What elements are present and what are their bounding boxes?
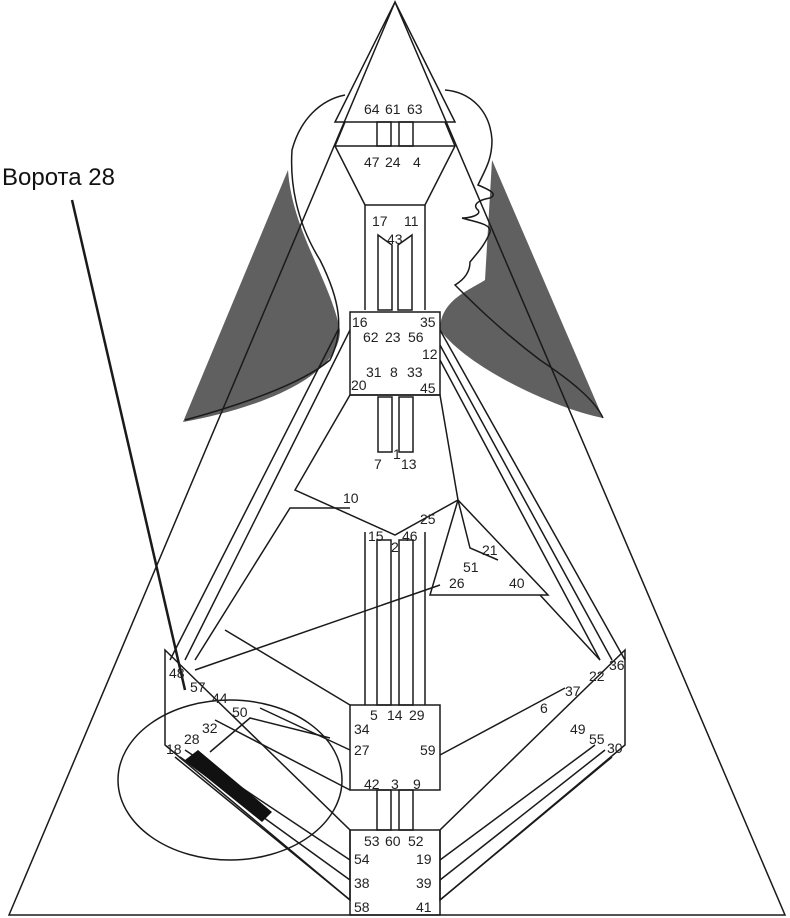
gate-labels: 64 61 63 47 24 4 17 43 11 16 35 62 23 56…	[166, 101, 625, 915]
gate-28-highlight	[185, 750, 272, 822]
gate-28: 28	[184, 731, 200, 747]
gate-53: 53	[364, 833, 380, 849]
gate-29: 29	[409, 707, 425, 723]
head-silhouette	[184, 89, 604, 421]
gate-17: 17	[372, 213, 388, 229]
gate-2: 2	[391, 539, 399, 555]
gate-21: 21	[482, 542, 498, 558]
gate-16: 16	[352, 314, 368, 330]
gate-9: 9	[413, 776, 421, 792]
gate-13: 13	[401, 456, 417, 472]
gate-10: 10	[343, 490, 359, 506]
gate-61: 61	[385, 101, 401, 117]
gate-57: 57	[190, 679, 206, 695]
gate-49: 49	[570, 721, 586, 737]
gate-14: 14	[387, 707, 403, 723]
gate-37: 37	[565, 683, 581, 699]
gate-31: 31	[366, 364, 382, 380]
gate-45: 45	[420, 380, 436, 396]
gate-54: 54	[354, 851, 370, 867]
gate-22: 22	[589, 668, 605, 684]
diagram-lines	[7, 0, 787, 916]
sacral-center	[349, 704, 441, 791]
gate-62: 62	[363, 329, 379, 345]
gate-44: 44	[212, 690, 228, 706]
gate-42: 42	[364, 776, 380, 792]
gate-8: 8	[390, 364, 398, 380]
gate-35: 35	[420, 314, 436, 330]
gate-27: 27	[354, 742, 370, 758]
gate-23: 23	[385, 329, 401, 345]
callout-circle	[117, 699, 343, 861]
gate-46: 46	[402, 528, 418, 544]
gate-4: 4	[413, 154, 421, 170]
gate-48: 48	[169, 665, 185, 681]
gate-6: 6	[540, 700, 548, 716]
gate-51: 51	[463, 559, 479, 575]
gate-39: 39	[416, 875, 432, 891]
gate-30: 30	[607, 740, 623, 756]
gate-7: 7	[374, 456, 382, 472]
gate-34: 34	[354, 721, 370, 737]
gate-41: 41	[416, 899, 432, 915]
gate-40: 40	[509, 575, 525, 591]
gate-15: 15	[368, 528, 384, 544]
gate-24: 24	[385, 154, 401, 170]
gate-5: 5	[370, 707, 378, 723]
gate-64: 64	[364, 101, 380, 117]
right-aura-shade	[440, 160, 603, 418]
gate-38: 38	[354, 875, 370, 891]
solar-plexus-center	[439, 648, 626, 902]
gate-33: 33	[407, 364, 423, 380]
gate-63: 63	[407, 101, 423, 117]
gate-47: 47	[364, 154, 380, 170]
gate-56: 56	[408, 329, 424, 345]
callout-label: Ворота 28	[2, 164, 115, 191]
gate-60: 60	[385, 833, 401, 849]
gate-19: 19	[416, 851, 432, 867]
gate-59: 59	[420, 742, 436, 758]
gate-20: 20	[351, 377, 367, 393]
gate-52: 52	[408, 833, 424, 849]
gate-43: 43	[387, 231, 403, 247]
gate-1: 1	[393, 446, 401, 462]
gate-3: 3	[391, 776, 399, 792]
gate-36: 36	[609, 657, 625, 673]
gate-58: 58	[354, 899, 370, 915]
gate-25: 25	[420, 511, 436, 527]
gate-32: 32	[202, 720, 218, 736]
callout-pointer	[70, 199, 187, 691]
head-center	[333, 0, 457, 123]
gate-11: 11	[404, 213, 419, 229]
left-aura-shade	[183, 170, 340, 422]
g-center	[293, 394, 459, 536]
gate-12: 12	[422, 346, 438, 362]
heart-center	[428, 498, 550, 596]
gate-50: 50	[232, 704, 248, 720]
gate-26: 26	[449, 575, 465, 591]
gate-55: 55	[589, 731, 605, 747]
gate-18: 18	[166, 741, 182, 757]
